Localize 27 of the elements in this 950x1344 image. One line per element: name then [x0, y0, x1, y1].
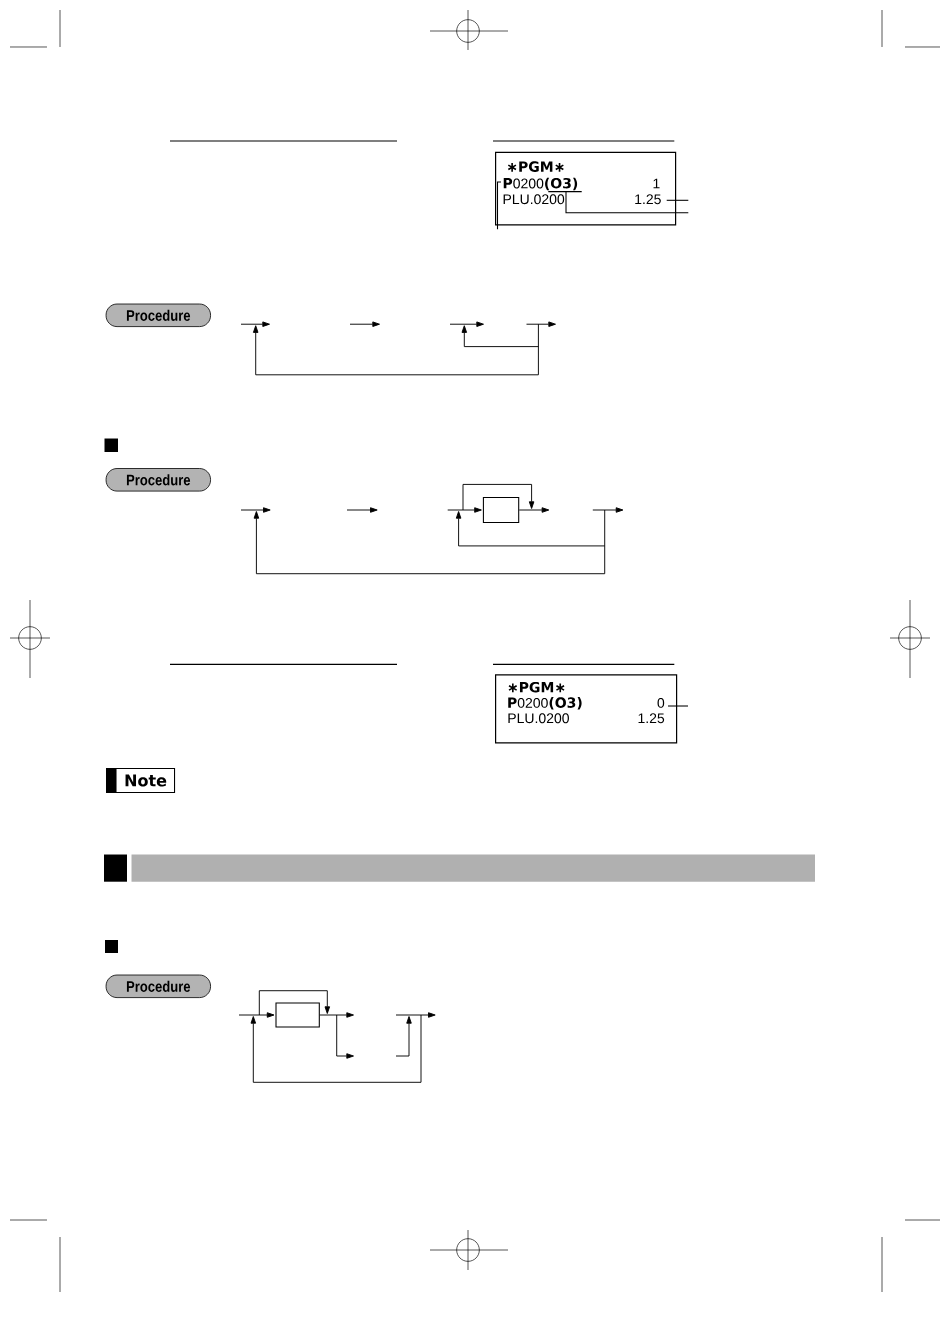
- display-text: ∗PGM∗: [508, 681, 565, 693]
- arrow: [447, 507, 482, 513]
- display-text: 1: [653, 178, 660, 189]
- arrow: [238, 1012, 275, 1018]
- leader-line: [547, 191, 689, 214]
- display-text: 1.25: [638, 713, 665, 724]
- leader-line: [666, 199, 689, 201]
- procedure-pill: Procedure: [105, 468, 211, 492]
- procedure-pill: Procedure: [105, 974, 211, 998]
- key-box: [482, 496, 520, 524]
- display-text: P0200(O3): [503, 177, 578, 191]
- display-text: PLU.0200: [503, 194, 565, 205]
- display-text: PLU.0200: [508, 713, 569, 724]
- display-text: P0200(O3): [508, 697, 582, 710]
- leader-line: [667, 705, 689, 707]
- leader-line: [496, 181, 502, 230]
- section-band: [131, 854, 815, 882]
- note-tag: Note: [106, 768, 176, 794]
- procedure-pill: Procedure: [105, 303, 211, 327]
- key-box: [275, 1002, 320, 1028]
- receipt-display: [495, 151, 677, 226]
- arrow: [518, 507, 550, 513]
- receipt-display: [495, 674, 678, 744]
- display-text: ∗PGM∗: [507, 161, 564, 172]
- arrow: [319, 1012, 354, 1018]
- display-text: 0: [657, 697, 665, 708]
- display-text: 1.25: [635, 194, 661, 205]
